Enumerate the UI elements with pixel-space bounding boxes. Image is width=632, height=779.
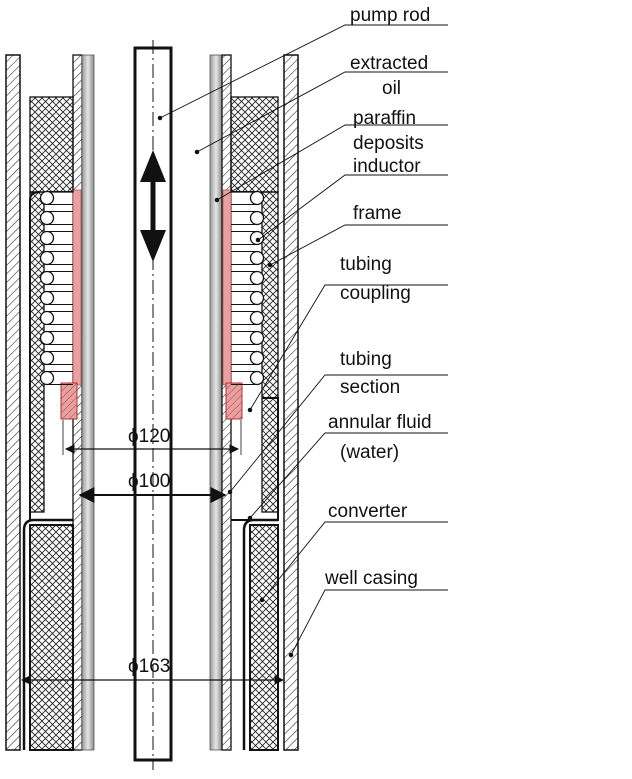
label-deposits: deposits <box>353 133 424 154</box>
coil-turn <box>39 330 55 346</box>
coil-turn <box>39 210 55 226</box>
coil-turn <box>39 310 55 326</box>
coil-turn <box>39 270 55 286</box>
inductor-coil-right <box>231 190 265 386</box>
inductor-coil-left <box>39 190 73 386</box>
leader-lines <box>157 24 448 658</box>
frame <box>29 96 279 513</box>
label-inductor: inductor <box>353 156 421 177</box>
dimension-120-label: ϕ120 <box>128 426 170 447</box>
coil-turn <box>249 250 265 266</box>
label-tubing-2: tubing <box>340 349 392 370</box>
well-casing <box>5 54 299 751</box>
paraffin-deposits <box>60 189 243 420</box>
converter <box>22 191 279 751</box>
dimension-100: ϕ100 <box>78 471 227 503</box>
coil-turn <box>39 290 55 306</box>
dimension-120: ϕ120 <box>62 420 242 455</box>
label-oil: oil <box>382 78 401 99</box>
label-extracted: extracted <box>350 53 428 74</box>
dimension-100-label: ϕ100 <box>128 471 170 492</box>
coil-turn <box>249 370 265 386</box>
label-tubing-1: tubing <box>340 254 392 275</box>
coil-turn <box>249 310 265 326</box>
coil-turn <box>39 370 55 386</box>
label-converter: converter <box>328 501 408 522</box>
labels: pump rod extracted oil paraffin deposits… <box>324 5 432 589</box>
motion-arrow-icon <box>140 150 166 262</box>
coil-turn <box>249 290 265 306</box>
coil-turn <box>39 230 55 246</box>
coil-turn <box>249 350 265 366</box>
coil-turn <box>249 210 265 226</box>
label-section: section <box>340 377 400 398</box>
coil-turn <box>249 330 265 346</box>
coil-turn <box>39 250 55 266</box>
coil-turn <box>249 190 265 206</box>
coil-turn <box>39 350 55 366</box>
dimension-163-label: ϕ163 <box>128 656 170 677</box>
label-frame: frame <box>353 203 402 224</box>
label-annular-fluid: annular fluid <box>328 412 432 433</box>
label-well-casing: well casing <box>324 568 418 589</box>
coil-turn <box>249 270 265 286</box>
coil-turn <box>39 190 55 206</box>
label-paraffin: paraffin <box>353 108 416 129</box>
label-coupling: coupling <box>340 283 411 304</box>
label-water: (water) <box>340 442 399 463</box>
label-pump-rod: pump rod <box>350 5 430 26</box>
dimension-163: ϕ163 <box>21 656 284 685</box>
